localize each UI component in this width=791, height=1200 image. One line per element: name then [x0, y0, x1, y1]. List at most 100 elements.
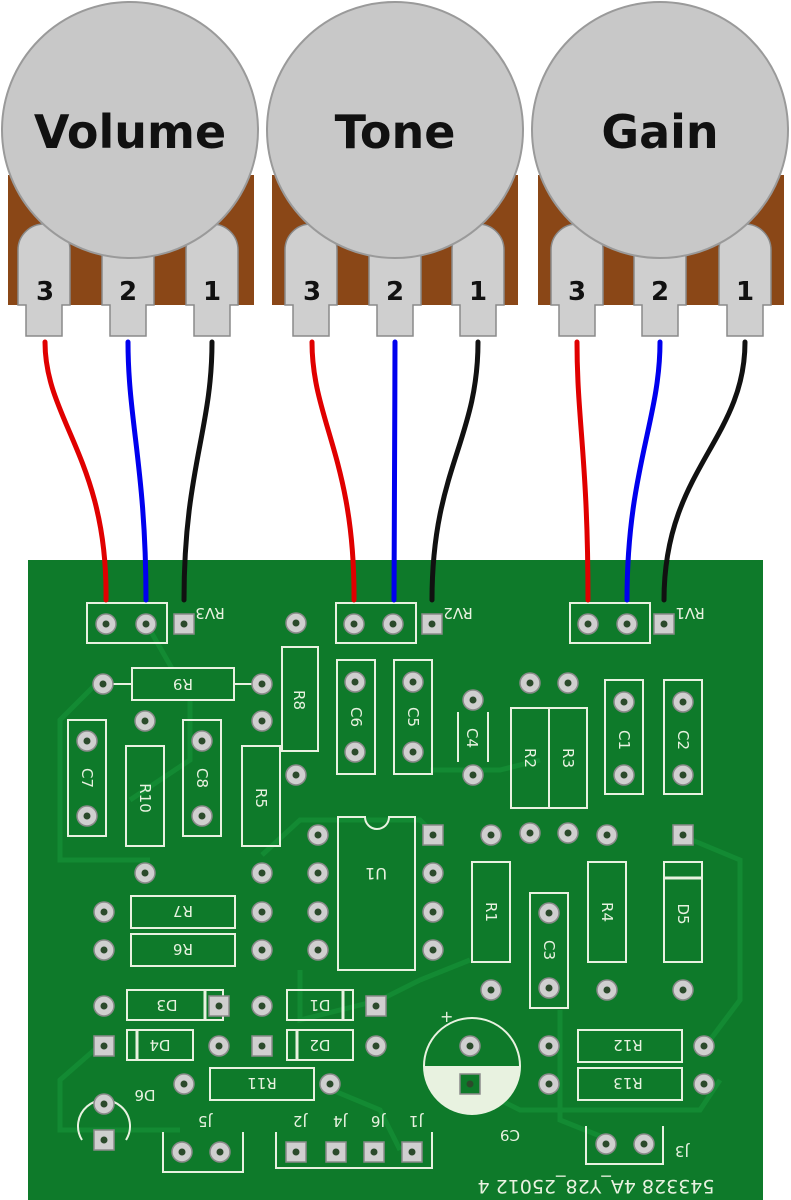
svg-text:C2: C2: [674, 730, 692, 750]
jack-j5: J5: [162, 1112, 244, 1173]
resistor-r3: R3: [548, 672, 588, 844]
svg-text:C6: C6: [347, 707, 365, 727]
pot-gain-label: Gain: [601, 105, 718, 159]
wire-volume-3: [42, 339, 109, 603]
svg-text:J1: J1: [409, 1112, 424, 1130]
resistor-r1: R1: [471, 824, 511, 1001]
capacitor-c6: C6: [336, 659, 376, 775]
capacitor-c3: C3: [529, 892, 569, 1009]
capacitor-c7: C7: [67, 719, 107, 837]
svg-text:R3: R3: [559, 748, 577, 768]
svg-text:D1: D1: [309, 996, 330, 1014]
connector-rv2: RV2: [335, 602, 473, 644]
svg-text:R4: R4: [598, 902, 616, 922]
svg-text:D5: D5: [674, 903, 692, 924]
capacitor-c9: + C9: [423, 1007, 521, 1144]
diode-d3: D3: [93, 989, 230, 1021]
resistor-r12: R12: [538, 1029, 715, 1063]
wire-volume-2: [125, 339, 149, 603]
svg-text:D3: D3: [156, 996, 177, 1014]
pot-tone-label: Tone: [335, 105, 456, 159]
capacitor-c4: C4: [457, 689, 489, 786]
pot-volume-pin-3: 3: [36, 277, 54, 307]
resistor-r8: R8: [281, 612, 319, 786]
svg-text:C8: C8: [193, 768, 211, 788]
diode-d5: D5: [663, 824, 703, 1001]
svg-text:+: +: [440, 1007, 453, 1026]
pot-tone-pin-1: 1: [469, 277, 487, 307]
svg-text:C5: C5: [404, 707, 422, 727]
pot-tone-pin-2: 2: [386, 277, 404, 307]
wire-tone-3: [309, 339, 357, 603]
rv3-label: RV3: [195, 604, 224, 622]
pot-gain: Gain 3 2 1: [531, 1, 789, 337]
wire-volume-1: [181, 339, 215, 603]
svg-text:C1: C1: [615, 730, 633, 750]
svg-text:C4: C4: [463, 728, 481, 748]
wire-gain-2: [624, 339, 663, 603]
pot-volume: Volume 3 2 1: [1, 1, 259, 337]
svg-text:R2: R2: [521, 748, 539, 768]
ic-u1: U1: [307, 816, 444, 971]
pot-volume-pin-2: 2: [119, 277, 137, 307]
resistor-r9: R9: [92, 667, 273, 701]
resistor-r5: R5: [241, 710, 281, 884]
pot-volume-pin-1: 1: [203, 277, 221, 307]
capacitor-c8: C8: [182, 719, 222, 837]
svg-text:D2: D2: [309, 1036, 330, 1054]
rv2-label: RV2: [443, 604, 472, 622]
svg-text:J3: J3: [675, 1142, 690, 1160]
pot-gain-pin-3: 3: [568, 277, 586, 307]
svg-text:C7: C7: [78, 768, 96, 788]
svg-text:C9: C9: [500, 1126, 520, 1144]
pot-gain-pin-1: 1: [736, 277, 754, 307]
svg-text:C3: C3: [540, 940, 558, 960]
svg-text:D4: D4: [149, 1036, 170, 1054]
pcb-board: RV3 RV2 RV1 R9: [28, 560, 763, 1200]
capacitor-c5: C5: [393, 659, 433, 775]
svg-text:R6: R6: [173, 940, 193, 958]
header-j2-j1: J2 J4 J6 J1: [275, 1112, 433, 1169]
diode-d1: D1: [251, 989, 387, 1021]
svg-text:J4: J4: [333, 1112, 348, 1130]
svg-text:R8: R8: [290, 690, 308, 710]
connector-rv1: RV1: [569, 602, 705, 644]
svg-text:J5: J5: [198, 1112, 213, 1130]
resistor-r13: R13: [538, 1067, 715, 1101]
led-d6: D6: [77, 1086, 156, 1151]
svg-text:R7: R7: [173, 902, 193, 920]
svg-text:R10: R10: [136, 783, 154, 813]
board-serial: 543328 4A_Y28_25012 4: [477, 1175, 714, 1197]
connector-rv3: RV3: [86, 602, 225, 644]
rv1-label: RV1: [675, 604, 704, 622]
wire-gain-3: [574, 339, 591, 603]
resistor-r10: R10: [125, 710, 165, 884]
pot-volume-label: Volume: [34, 105, 226, 159]
svg-text:R1: R1: [482, 902, 500, 922]
pot-tone: Tone 3 2 1: [266, 1, 524, 337]
diode-d4: D4: [93, 1029, 230, 1061]
svg-text:R11: R11: [247, 1074, 277, 1092]
wire-tone-1: [429, 339, 481, 603]
capacitor-c2: C2: [663, 679, 703, 795]
svg-text:U1: U1: [365, 864, 387, 883]
svg-text:R13: R13: [613, 1074, 643, 1092]
resistor-r11: R11: [173, 1067, 341, 1101]
jack-j3: J3: [585, 1126, 690, 1165]
svg-text:R12: R12: [613, 1036, 643, 1054]
wire-tone-2: [391, 339, 398, 603]
svg-text:R9: R9: [173, 675, 193, 693]
svg-text:J2: J2: [293, 1112, 308, 1130]
wires: [42, 339, 748, 603]
wire-gain-1: [661, 339, 748, 603]
svg-text:R5: R5: [252, 788, 270, 808]
pot-gain-pin-2: 2: [651, 277, 669, 307]
capacitor-c1: C1: [604, 679, 644, 795]
resistor-r6: R6: [93, 933, 273, 967]
diode-d2: D2: [251, 1029, 387, 1061]
resistor-r4: R4: [587, 824, 627, 1001]
svg-text:D6: D6: [134, 1086, 155, 1104]
svg-text:J6: J6: [371, 1112, 386, 1130]
pot-tone-pin-3: 3: [303, 277, 321, 307]
